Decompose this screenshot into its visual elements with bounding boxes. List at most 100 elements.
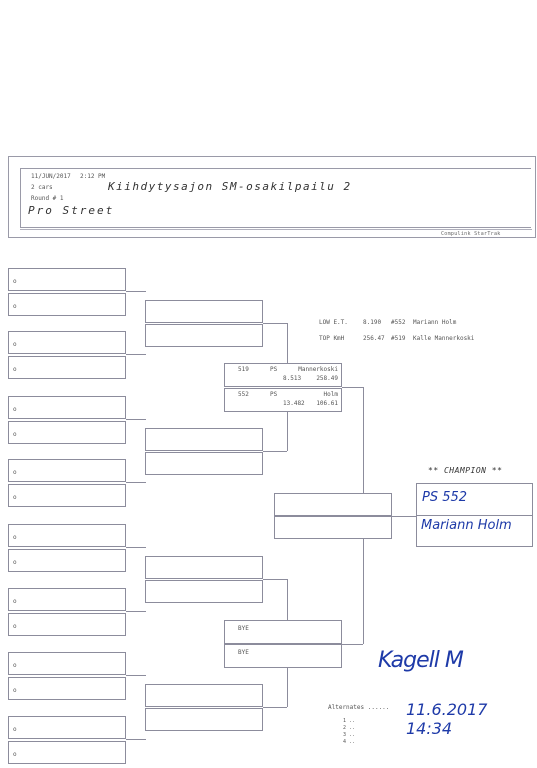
racer-speed: 106.61 bbox=[316, 400, 338, 407]
header-date: 11/JUN/2017 bbox=[31, 173, 71, 180]
alternate-entry: 2 .. bbox=[343, 725, 356, 731]
connector bbox=[126, 739, 146, 740]
round1-slot-11: o bbox=[8, 588, 126, 611]
connector bbox=[126, 482, 146, 483]
round1-slot-1: o bbox=[8, 268, 126, 291]
low-et-value: 8.190 bbox=[363, 319, 382, 326]
round1-slot-6: o bbox=[8, 421, 126, 444]
header-cars: 2 cars bbox=[31, 184, 53, 191]
racer-car-number: 519 bbox=[238, 366, 249, 373]
software-credit: Compulink StarTrak bbox=[441, 231, 501, 237]
alternate-entry: 4 .. bbox=[343, 739, 356, 745]
slot-marker: o bbox=[13, 662, 17, 669]
signed-datetime: 11.6.2017 14:34 bbox=[406, 700, 488, 738]
final-top-slot bbox=[274, 493, 392, 516]
round1-slot-16: o bbox=[8, 741, 126, 764]
round2-slot-5 bbox=[145, 556, 263, 579]
header-round: Round # 1 bbox=[31, 195, 64, 202]
header-inner-frame bbox=[20, 168, 531, 228]
round1-slot-12: o bbox=[8, 613, 126, 636]
semifinal2-bottom-slot: BYE bbox=[224, 644, 342, 668]
low-et-driver: Mariann Holm bbox=[413, 319, 457, 326]
slot-marker: o bbox=[13, 341, 17, 348]
connector bbox=[126, 291, 146, 292]
round1-slot-4: o bbox=[8, 356, 126, 379]
header-divider bbox=[20, 229, 532, 230]
slot-marker: o bbox=[13, 431, 17, 438]
connector bbox=[287, 411, 288, 451]
top-speed-car: #519 bbox=[391, 335, 406, 342]
racer-et: 13.482 bbox=[283, 400, 305, 407]
round1-slot-7: o bbox=[8, 459, 126, 482]
racer-name: Mannerkoski bbox=[298, 366, 338, 373]
racer-class: PS bbox=[270, 366, 278, 373]
slot-marker: o bbox=[13, 598, 17, 605]
racer-speed: 258.49 bbox=[316, 375, 338, 382]
low-et-car: #552 bbox=[391, 319, 406, 326]
champion-driver: Mariann Holm bbox=[421, 518, 512, 533]
connector bbox=[363, 539, 364, 644]
slot-marker: o bbox=[13, 303, 17, 310]
connector bbox=[287, 323, 288, 363]
slot-marker: o bbox=[13, 278, 17, 285]
round2-slot-7 bbox=[145, 684, 263, 707]
connector bbox=[287, 667, 288, 707]
bye-label: BYE bbox=[238, 649, 249, 656]
header-frame bbox=[8, 156, 536, 238]
round2-slot-8 bbox=[145, 708, 263, 731]
round2-slot-2 bbox=[145, 324, 263, 347]
semifinal1-top-slot: 519 PS Mannerkoski 8.513 258.49 bbox=[224, 363, 342, 387]
round2-slot-1 bbox=[145, 300, 263, 323]
official-signature: Kagell M bbox=[378, 648, 464, 673]
connector bbox=[126, 611, 146, 612]
slot-marker: o bbox=[13, 559, 17, 566]
slot-marker: o bbox=[13, 406, 17, 413]
alternate-entry: 1 .. bbox=[343, 718, 356, 724]
slot-marker: o bbox=[13, 623, 17, 630]
slot-marker: o bbox=[13, 366, 17, 373]
alternates-label: Alternates ...... bbox=[328, 704, 390, 711]
connector bbox=[263, 451, 287, 452]
slot-marker: o bbox=[13, 469, 17, 476]
slot-marker: o bbox=[13, 534, 17, 541]
champion-title: ** CHAMPION ** bbox=[428, 466, 503, 475]
connector bbox=[263, 579, 287, 580]
round1-slot-15: o bbox=[8, 716, 126, 739]
round2-slot-4 bbox=[145, 452, 263, 475]
low-et-label: LOW E.T. bbox=[319, 319, 348, 326]
bye-label: BYE bbox=[238, 625, 249, 632]
round1-slot-9: o bbox=[8, 524, 126, 547]
round1-slot-13: o bbox=[8, 652, 126, 675]
slot-marker: o bbox=[13, 751, 17, 758]
connector bbox=[263, 707, 287, 708]
connector bbox=[342, 644, 363, 645]
class-name: Pro Street bbox=[28, 204, 115, 217]
connector bbox=[263, 323, 287, 324]
semifinal1-bottom-slot: 552 PS Holm 13.482 106.61 bbox=[224, 388, 342, 412]
round1-slot-14: o bbox=[8, 677, 126, 700]
semifinal2-top-slot: BYE bbox=[224, 620, 342, 644]
event-title: Kiihdytysajon SM-osakilpailu 2 bbox=[108, 180, 352, 193]
round1-slot-8: o bbox=[8, 484, 126, 507]
round2-slot-3 bbox=[145, 428, 263, 451]
round1-slot-2: o bbox=[8, 293, 126, 316]
top-speed-label: TOP KmH bbox=[319, 335, 345, 342]
round1-slot-10: o bbox=[8, 549, 126, 572]
connector bbox=[126, 547, 146, 548]
top-speed-driver: Kalle Mannerkoski bbox=[413, 335, 475, 342]
champion-divider bbox=[417, 515, 532, 516]
header-time: 2:12 PM bbox=[80, 173, 106, 180]
slot-marker: o bbox=[13, 494, 17, 501]
racer-name: Holm bbox=[323, 391, 338, 398]
slot-marker: o bbox=[13, 687, 17, 694]
alternate-entry: 3 .. bbox=[343, 732, 356, 738]
racer-car-number: 552 bbox=[238, 391, 249, 398]
connector bbox=[363, 387, 364, 493]
connector bbox=[392, 516, 416, 517]
connector bbox=[342, 387, 363, 388]
round1-slot-3: o bbox=[8, 331, 126, 354]
final-bottom-slot bbox=[274, 516, 392, 539]
top-speed-value: 256.47 bbox=[363, 335, 385, 342]
connector bbox=[126, 419, 146, 420]
round1-slot-5: o bbox=[8, 396, 126, 419]
